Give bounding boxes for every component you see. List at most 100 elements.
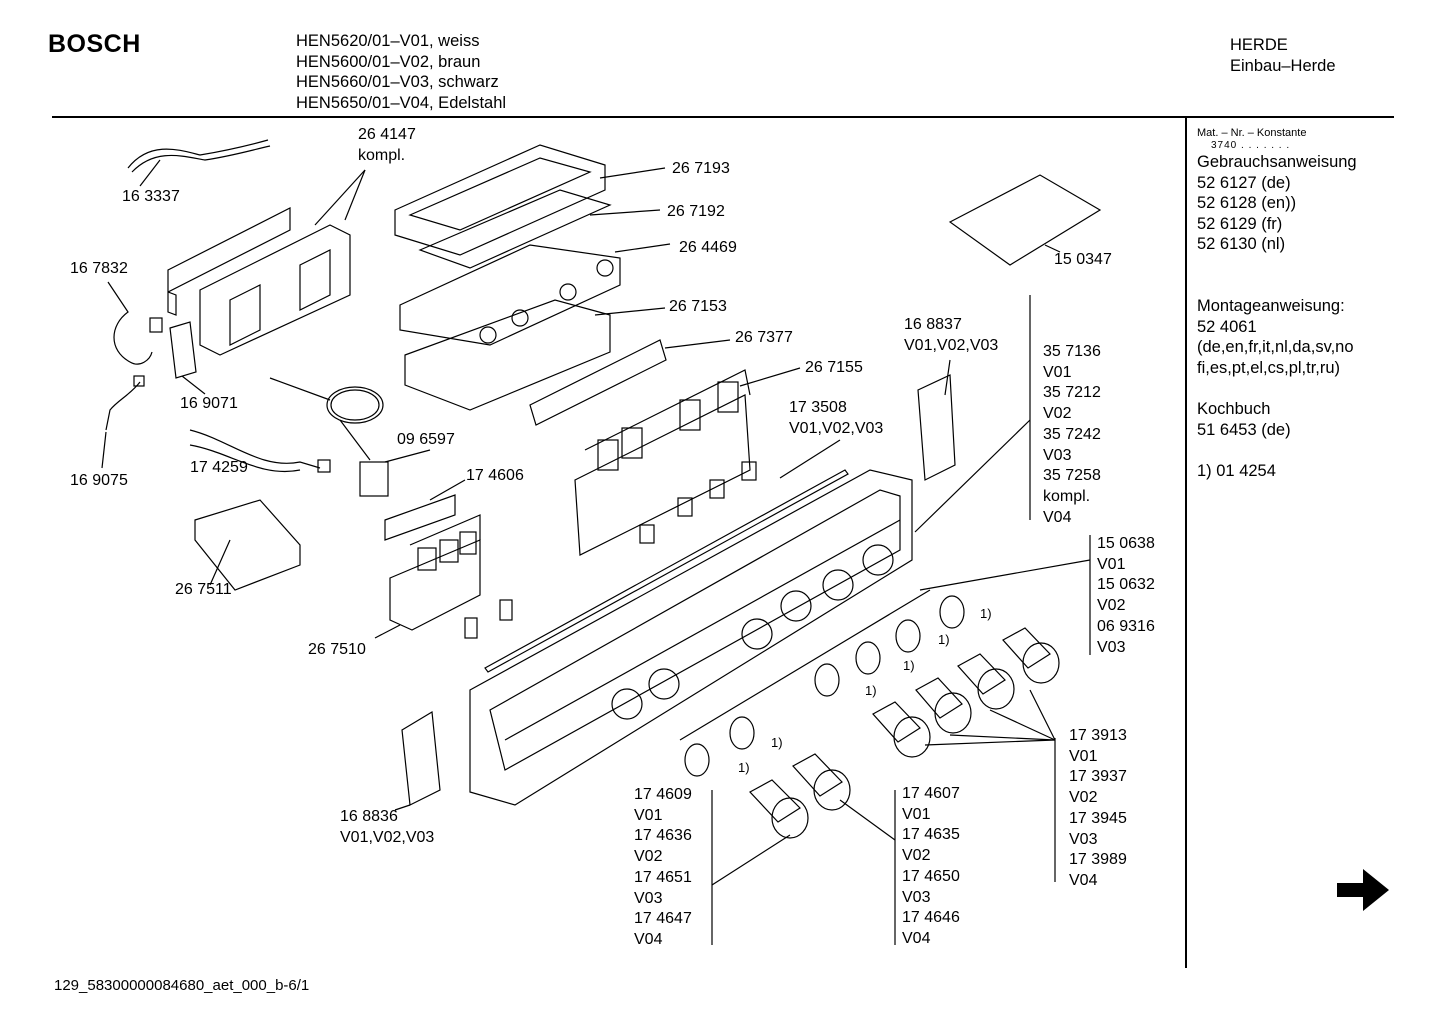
konstante-value: 3740 . . . . . . . [1211, 140, 1291, 151]
montage-item: fi,es,pt,el,cs,pl,tr,ru) [1197, 358, 1341, 377]
part-variant: V02 [1097, 597, 1126, 615]
gebrauch-item: 52 6128 (en)) [1197, 194, 1297, 213]
part-variant: V01 [1069, 747, 1098, 765]
label-267193: 26 7193 [672, 160, 730, 177]
footnote-mark: 1) [938, 632, 950, 647]
switch-module-267510 [389, 539, 481, 631]
document-code: 129_58300000084680_aet_000_b-6/1 [54, 977, 310, 994]
montage-title: Montageanweisung: [1197, 297, 1345, 316]
part-number: 17 4647 [634, 910, 692, 928]
part-variant: V01,V02,V03 [904, 336, 999, 354]
part-variant: V03 [634, 889, 663, 907]
next-page-arrow-icon[interactable] [1335, 867, 1391, 913]
rod-173508 [484, 469, 849, 673]
cable-174259 [189, 429, 321, 473]
label-264469: 26 4469 [679, 239, 737, 256]
header-divider [52, 116, 1394, 118]
part-variant: V01 [902, 805, 931, 823]
model-list: HEN5620/01–V01, weiss HEN5600/01–V02, br… [296, 31, 506, 113]
label-267510: 26 7510 [308, 641, 366, 658]
label-174606: 17 4606 [466, 467, 524, 484]
part-number: 15 0638 [1097, 535, 1155, 552]
part-variant: V02 [634, 848, 663, 866]
thermostat-coil-096597 [326, 386, 384, 424]
part-number: 17 4646 [902, 909, 960, 927]
part-note: kompl. [1043, 487, 1091, 505]
part-number: 17 4635 [902, 826, 960, 844]
label-169075: 16 9075 [70, 472, 128, 489]
label-267155: 26 7155 [805, 359, 863, 376]
part-number: 06 9316 [1097, 617, 1155, 635]
terminal-block-267511 [194, 499, 301, 591]
category: HERDE [1230, 36, 1288, 54]
part-variant: V04 [1043, 508, 1072, 526]
footnote-mark: 1) [771, 735, 783, 750]
footnote-mark: 1) [980, 606, 992, 621]
part-number: 35 7242 [1043, 425, 1101, 443]
knobs-group [749, 627, 1060, 839]
part-number: 17 3508 [789, 399, 847, 416]
part-variant: V01,V02,V03 [340, 828, 435, 846]
base-264469 [399, 244, 621, 346]
label-267377: 26 7377 [735, 329, 793, 346]
footnote-mark: 1) [865, 683, 877, 698]
label-264147: 26 4147 kompl. [358, 125, 416, 166]
part-variant: V03 [1043, 446, 1072, 464]
part-variant: V03 [1069, 830, 1098, 848]
footnote-mark: 1) [738, 760, 750, 775]
label-group-1746b: 17 4607 V01 17 4635 V02 17 4650 V03 17 4… [902, 784, 960, 950]
side-panel: Mat. – Nr. – Konstante 3740 . . . . . . … [1197, 126, 1357, 482]
part-number: 26 4147 [358, 126, 416, 143]
part-variant: V01 [634, 806, 663, 824]
part-variant: V04 [902, 929, 931, 947]
strip-267377 [529, 339, 667, 426]
part-variant: V01 [1097, 555, 1126, 573]
switch-bracket-264147 [167, 207, 291, 316]
screws-bag-150347 [948, 174, 1102, 266]
part-number: 17 4609 [634, 786, 692, 803]
part-number: 16 8836 [340, 808, 398, 825]
part-number: 17 3937 [1069, 768, 1127, 786]
gebrauch-item: 52 6127 (de) [1197, 173, 1291, 192]
front-panel [469, 469, 913, 806]
part-variant: V03 [902, 888, 931, 906]
connector-169071 [169, 321, 197, 379]
part-number: 17 3989 [1069, 851, 1127, 869]
label-174259: 17 4259 [190, 459, 248, 476]
label-163337: 16 3337 [122, 188, 180, 205]
koch-title: Kochbuch [1197, 400, 1271, 419]
cable-167832 [107, 281, 153, 365]
part-number: 17 4650 [902, 867, 960, 885]
part-number: 17 3913 [1069, 727, 1127, 744]
part-variant: V03 [1097, 638, 1126, 656]
cable-169075 [105, 381, 141, 431]
frame-267193 [394, 144, 606, 256]
label-173508: 17 3508 V01,V02,V03 [789, 398, 883, 439]
gebrauch-item: 52 6130 (nl) [1197, 235, 1286, 254]
label-169071: 16 9071 [180, 395, 238, 412]
label-267511: 26 7511 [175, 581, 232, 598]
part-variant: V02 [902, 847, 931, 865]
footnote-note: 1) 01 4254 [1197, 461, 1276, 480]
plate-267192 [418, 189, 612, 269]
bracket-168836 [401, 710, 441, 806]
montage-item: (de,en,fr,it,nl,da,sv,no [1197, 338, 1354, 357]
label-167832: 16 7832 [70, 260, 128, 277]
part-variant: V02 [1069, 789, 1098, 807]
label-267153: 26 7153 [669, 298, 727, 315]
category-block: HERDE Einbau–Herde [1230, 35, 1336, 76]
label-150347: 15 0347 [1054, 251, 1112, 268]
rings-group [684, 595, 965, 777]
switch-assembly-267155 [574, 394, 751, 556]
model-line: HEN5650/01–V04, Edelstahl [296, 93, 507, 112]
koch-item: 51 6453 (de) [1197, 420, 1291, 439]
part-note: kompl. [358, 146, 406, 164]
footnote-mark: 1) [903, 658, 915, 673]
part-number: 35 7212 [1043, 384, 1101, 402]
part-variant: V02 [1043, 405, 1072, 423]
side-divider [1185, 118, 1187, 968]
cable-163337 [127, 139, 269, 169]
part-variant: V01,V02,V03 [789, 419, 884, 437]
label-group-357: 35 7136 V01 35 7212 V02 35 7242 V03 35 7… [1043, 342, 1101, 528]
part-number: 16 8837 [904, 316, 962, 333]
